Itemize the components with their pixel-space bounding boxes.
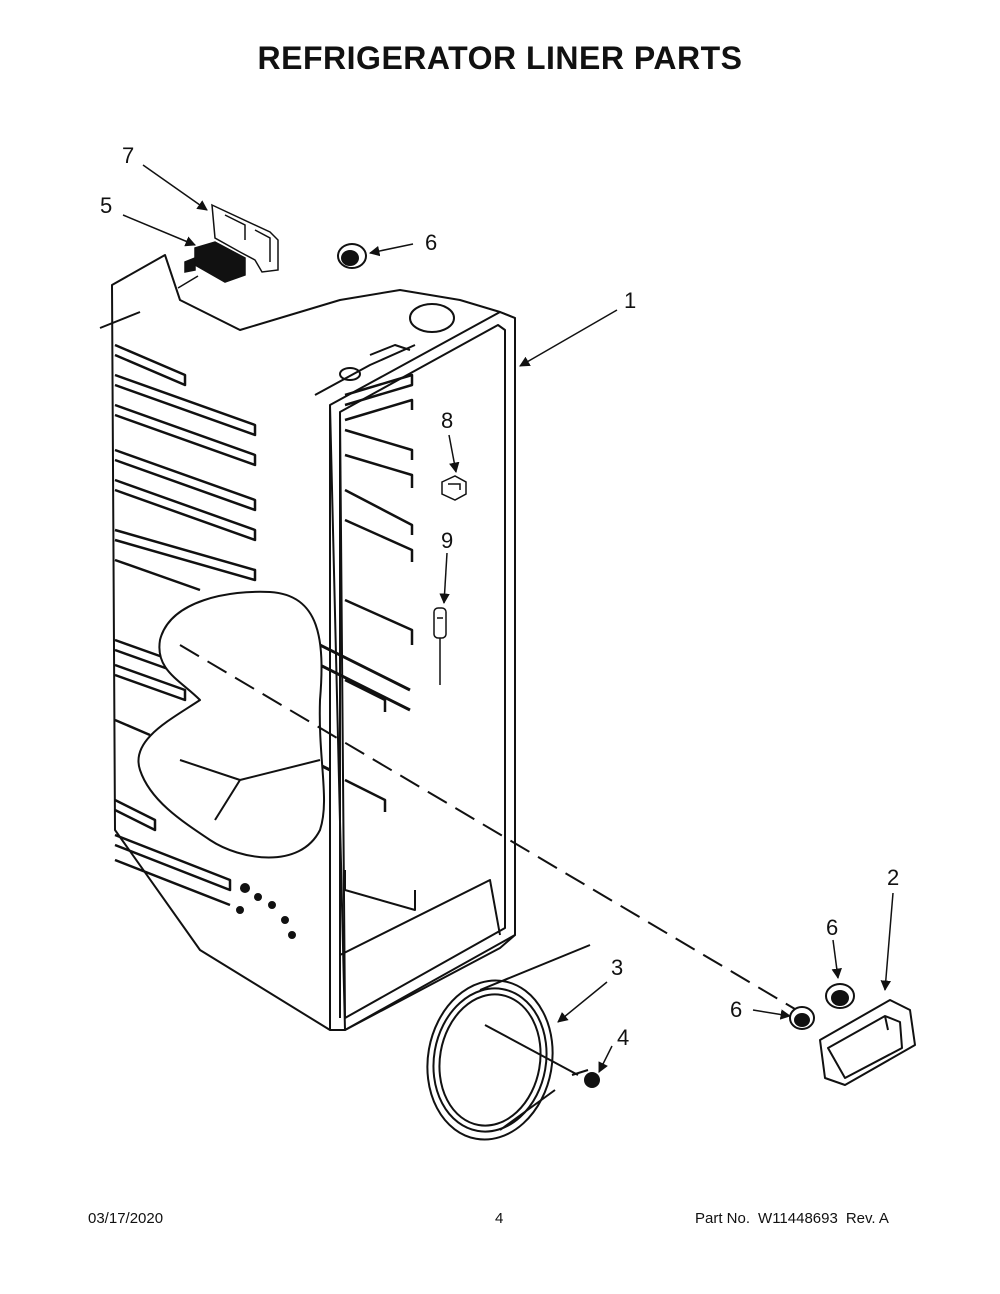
- part-6-cap-left: [789, 1006, 815, 1030]
- callout-6-right: 6: [826, 915, 838, 940]
- part-6-cap-right: [825, 983, 855, 1009]
- assembly-dashed-line: [179, 644, 801, 1013]
- callout-4: 4: [617, 1025, 629, 1050]
- callout-2: 2: [887, 865, 899, 890]
- refrigerator-liner: [111, 254, 516, 1031]
- footer-part-info: Part No. W11448693 Rev. A: [695, 1210, 897, 1227]
- part-9-sensor: [433, 607, 447, 685]
- callout-7: 7: [122, 143, 134, 168]
- part-8-clip: [441, 475, 467, 501]
- callout-3: 3: [611, 955, 623, 980]
- footer-date: 03/17/2020: [88, 1210, 164, 1227]
- callout-1: 1: [624, 288, 636, 313]
- part-number-label: Part No.: [695, 1210, 751, 1227]
- leader-lines: [122, 164, 894, 1073]
- callout-6-top: 6: [425, 230, 437, 255]
- part-7-bracket: [211, 203, 279, 273]
- part-2-trough: [819, 999, 916, 1086]
- part-number: W11448693: [758, 1210, 838, 1227]
- callout-9: 9: [441, 528, 453, 553]
- part-6-cap-top: [337, 243, 367, 269]
- page-title: REFRIGERATOR LINER PARTS: [257, 40, 743, 76]
- callout-5: 5: [100, 193, 112, 218]
- callout-6-left: 6: [730, 997, 742, 1022]
- part-3-tubing: [426, 944, 591, 1141]
- part-5-switch: [99, 241, 246, 329]
- footer-page-number: 4: [495, 1210, 504, 1227]
- part-4-screw: [571, 1069, 600, 1088]
- revision: Rev. A: [845, 1210, 889, 1227]
- callout-8: 8: [441, 408, 453, 433]
